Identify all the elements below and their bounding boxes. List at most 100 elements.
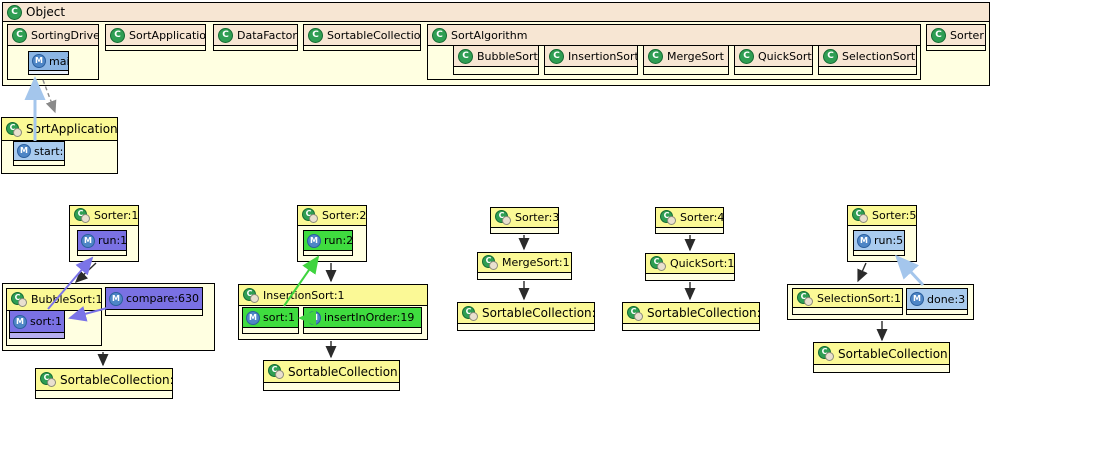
method-box-run-1[interactable]: run:1 bbox=[77, 230, 127, 256]
method-box-done-3[interactable]: done:3 bbox=[906, 288, 968, 315]
method-icon bbox=[246, 310, 260, 325]
class-box-merge-sort[interactable]: MergeSort bbox=[643, 45, 729, 75]
method-frame-row bbox=[907, 310, 967, 314]
object-icon bbox=[852, 208, 868, 223]
method-icon bbox=[910, 292, 924, 306]
method-box-insert-in-order-19[interactable]: insertInOrder:19 bbox=[303, 307, 422, 334]
class-icon bbox=[823, 48, 838, 64]
object-label: SortableCollection:2 bbox=[288, 364, 399, 379]
class-label: DataFactory bbox=[237, 28, 297, 42]
object-icon bbox=[40, 372, 56, 387]
class-label: Sorter bbox=[950, 28, 984, 42]
class-box-data-factory[interactable]: DataFactory bbox=[213, 24, 298, 51]
object-label: QuickSort:1 bbox=[670, 257, 734, 270]
edge-sorter1-bubblesort bbox=[74, 262, 97, 283]
method-box-start-1[interactable]: start:1 bbox=[13, 141, 65, 166]
class-label: QuickSort bbox=[758, 49, 812, 63]
class-box-sort-application[interactable]: SortApplication bbox=[105, 24, 206, 51]
class-icon bbox=[458, 48, 473, 64]
object-label: Sorter:5 bbox=[872, 209, 916, 222]
object-box-sorter-4[interactable]: Sorter:4 bbox=[655, 207, 724, 234]
object-icon bbox=[302, 208, 318, 223]
method-icon bbox=[81, 233, 95, 248]
method-box-sort-1-insertion[interactable]: sort:1 bbox=[242, 307, 299, 334]
object-icon bbox=[11, 292, 27, 307]
edge-sorter5-selectionsort bbox=[857, 262, 868, 283]
object-icon bbox=[268, 364, 284, 379]
class-label: InsertionSort bbox=[568, 49, 637, 63]
method-box-main-1[interactable]: main:1 bbox=[28, 51, 69, 75]
method-icon bbox=[307, 310, 321, 325]
class-box-quick-sort[interactable]: QuickSort bbox=[734, 45, 813, 75]
method-icon bbox=[109, 291, 123, 306]
object-label: MergeSort:1 bbox=[502, 256, 570, 269]
method-icon bbox=[13, 314, 27, 329]
object-icon bbox=[797, 290, 813, 306]
method-label: sort:1 bbox=[30, 315, 63, 328]
method-frame-row bbox=[14, 161, 64, 165]
method-label: run:5 bbox=[874, 234, 904, 247]
method-icon bbox=[307, 233, 321, 248]
class-icon bbox=[739, 48, 754, 64]
method-label: sort:1 bbox=[263, 311, 296, 324]
method-icon bbox=[17, 144, 31, 158]
method-box-run-2[interactable]: run:2 bbox=[303, 230, 353, 256]
method-frame-row bbox=[304, 328, 421, 333]
object-label: Sorter:1 bbox=[94, 209, 138, 222]
method-frame-row bbox=[304, 251, 352, 255]
method-frame-row bbox=[29, 71, 68, 74]
class-icon bbox=[432, 27, 447, 43]
object-label: SortApplication:1 bbox=[26, 122, 117, 136]
class-icon bbox=[931, 27, 946, 43]
class-icon bbox=[110, 27, 125, 43]
class-box-insertion-sort[interactable]: InsertionSort bbox=[544, 45, 638, 75]
class-box-sortable-collection[interactable]: SortableCollection bbox=[303, 24, 421, 51]
object-icon bbox=[462, 305, 478, 321]
method-label: start:1 bbox=[34, 144, 64, 158]
class-icon bbox=[12, 27, 27, 43]
object-icon bbox=[818, 346, 834, 361]
object-label: BubbleSort:1 bbox=[31, 293, 101, 306]
object-box-sorter-3[interactable]: Sorter:3 bbox=[490, 207, 559, 234]
object-icon bbox=[6, 121, 22, 137]
method-label: main:1 bbox=[49, 54, 68, 68]
object-label: SortableCollection:4 bbox=[647, 306, 759, 320]
object-box-sortable-collection-2[interactable]: SortableCollection:2 bbox=[263, 360, 400, 391]
method-frame-row bbox=[243, 328, 298, 333]
method-frame-row bbox=[106, 310, 202, 315]
class-box-sorter[interactable]: Sorter bbox=[926, 24, 986, 51]
class-label: SortableCollection bbox=[327, 28, 420, 42]
class-box-selection-sort[interactable]: SelectionSort bbox=[818, 45, 917, 75]
object-label: InsertionSort:1 bbox=[263, 288, 345, 302]
class-label: Object bbox=[26, 5, 66, 19]
object-icon bbox=[650, 256, 666, 271]
object-box-merge-sort-1[interactable]: MergeSort:1 bbox=[477, 252, 572, 280]
object-icon bbox=[627, 305, 643, 321]
class-label: MergeSort bbox=[667, 49, 724, 63]
class-label: BubbleSort bbox=[477, 49, 538, 63]
method-label: insertInOrder:19 bbox=[324, 311, 415, 324]
object-box-quick-sort-1[interactable]: QuickSort:1 bbox=[645, 253, 735, 281]
object-label: SortableCollection:1 bbox=[60, 372, 172, 387]
class-label: SortingDriver bbox=[31, 28, 98, 42]
object-box-sortable-collection-4[interactable]: SortableCollection:4 bbox=[622, 302, 760, 331]
object-label: Sorter:2 bbox=[322, 209, 366, 222]
class-label: SortApplication bbox=[129, 28, 205, 42]
method-box-compare-630[interactable]: compare:630 bbox=[105, 287, 203, 316]
object-icon bbox=[243, 287, 259, 303]
method-label: done:3 bbox=[927, 292, 966, 306]
class-box-bubble-sort[interactable]: BubbleSort bbox=[453, 45, 539, 75]
method-frame-row bbox=[10, 333, 64, 338]
object-icon bbox=[482, 255, 498, 270]
method-box-run-5[interactable]: run:5 bbox=[853, 230, 905, 256]
method-icon bbox=[857, 233, 871, 248]
method-box-sort-1-bubble[interactable]: sort:1 bbox=[9, 310, 65, 339]
object-box-selection-sort-1[interactable]: SelectionSort:1 bbox=[792, 288, 903, 315]
object-box-sortable-collection-5[interactable]: SortableCollection:5 bbox=[813, 342, 950, 373]
method-label: run:1 bbox=[98, 234, 126, 247]
object-box-sortable-collection-3[interactable]: SortableCollection:3 bbox=[457, 302, 595, 331]
class-icon bbox=[308, 27, 323, 43]
object-box-sortable-collection-1[interactable]: SortableCollection:1 bbox=[35, 368, 173, 399]
object-label: SortableCollection:3 bbox=[482, 306, 594, 320]
